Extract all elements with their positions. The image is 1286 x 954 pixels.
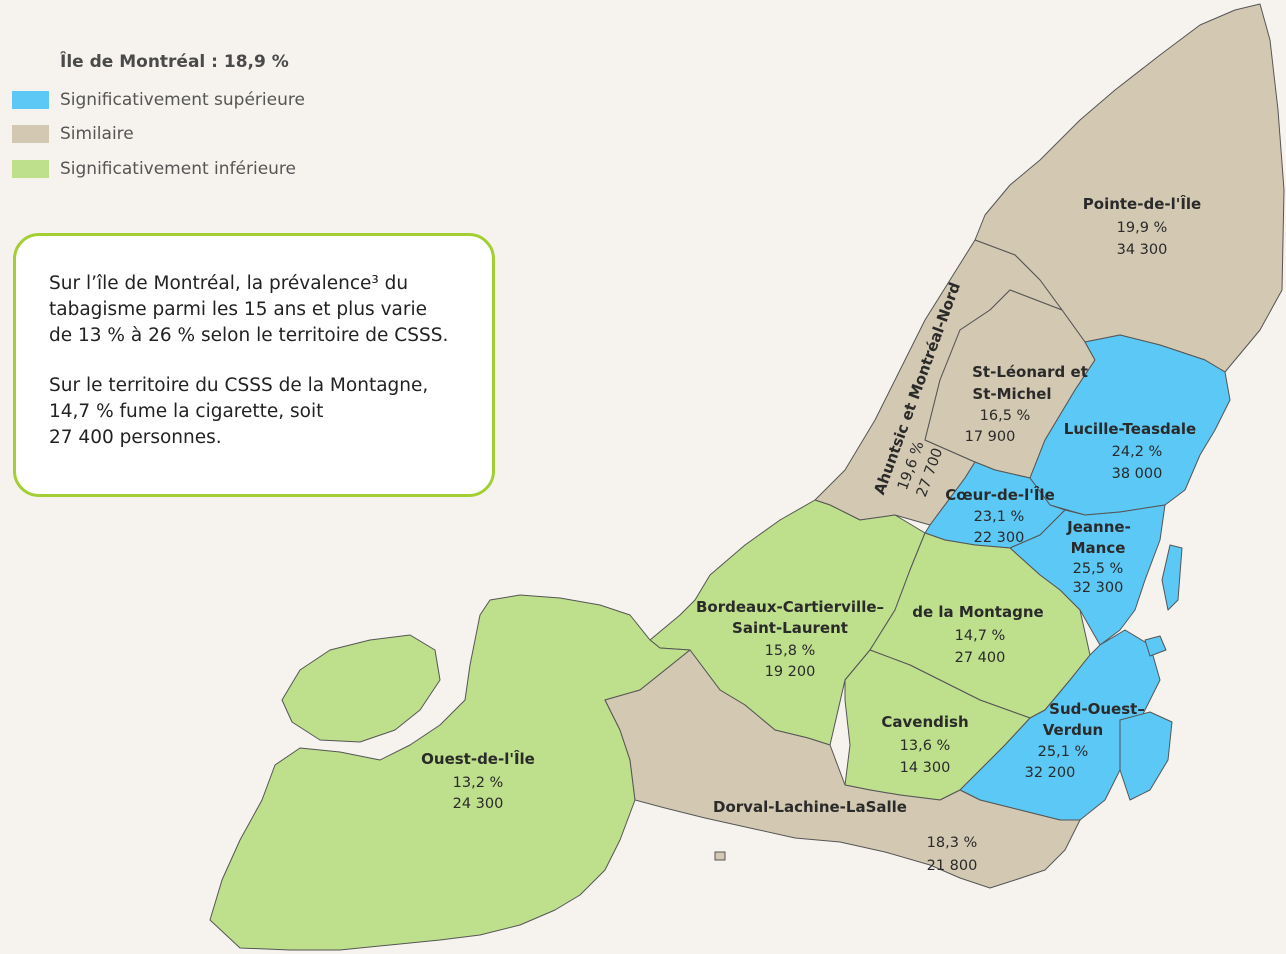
legend-title: Île de Montréal : 18,9 % [60,52,289,72]
label-coeur-name: Cœur-de-l'Île [945,485,1055,504]
label-bordeaux-pct: 15,8 % [765,643,816,659]
label-montagne-pct: 14,7 % [955,628,1006,644]
label-pointe-count: 34 300 [1117,242,1168,258]
legend-label-inferieure: Significativement inférieure [60,159,297,179]
label-bordeaux-name1: Bordeaux-Cartierville– [696,598,884,616]
legend-swatch-superieure [12,91,49,109]
label-lucille-name: Lucille-Teasdale [1064,420,1196,438]
label-sudouest-count: 32 200 [1025,765,1076,781]
label-coeur-count: 22 300 [974,530,1025,546]
label-pointe-name: Pointe-de-l'Île [1083,194,1201,213]
label-jeanne-name1: Jeanne- [1066,518,1131,536]
label-jeanne-name2: Mance [1071,539,1126,557]
label-jeanne-count: 32 300 [1073,580,1124,596]
island-east-2 [1119,711,1173,801]
region-ouest-de-l-ile[interactable] [209,594,691,951]
label-stleonard-count: 17 900 [965,429,1016,445]
legend-label-similaire: Similaire [60,124,134,144]
callout-paragraph-1: Sur l’île de Montréal, la prévalence³ du… [49,273,449,346]
label-lucille-count: 38 000 [1112,466,1163,482]
label-lucille-pct: 24,2 % [1112,444,1163,460]
label-coeur-pct: 23,1 % [974,509,1025,525]
info-callout: Sur l’île de Montréal, la prévalence³ du… [13,233,495,497]
label-pointe-pct: 19,9 % [1117,220,1168,236]
label-montagne-name: de la Montagne [912,603,1043,621]
island-bizard [281,634,441,743]
label-dorval-count: 21 800 [927,858,978,874]
island-dot [714,851,726,861]
legend-label-superieure: Significativement supérieure [60,90,305,110]
label-ouest-count: 24 300 [453,796,504,812]
label-sudouest-name2: Verdun [1043,721,1103,739]
label-cavendish-name: Cavendish [881,713,968,731]
label-ouest-pct: 13,2 % [453,775,504,791]
label-dorval-pct: 18,3 % [927,835,978,851]
label-bordeaux-count: 19 200 [765,664,816,680]
label-stleonard-name1: St-Léonard et [972,363,1088,381]
region-lucille-teasdale[interactable] [1029,334,1231,516]
label-stleonard-name2: St-Michel [972,385,1051,403]
label-sudouest-name1: Sud-Ouest– [1049,700,1145,718]
label-jeanne-pct: 25,5 % [1073,561,1124,577]
island-east-1 [1161,544,1183,611]
region-dorval-lachine-lasalle[interactable] [604,649,1081,889]
island-small [1144,635,1167,657]
legend-swatch-inferieure [12,160,49,178]
label-stleonard-pct: 16,5 % [980,408,1031,424]
label-ouest-name: Ouest-de-l'Île [421,749,535,768]
callout-paragraph-2: Sur le territoire du CSSS de la Montagne… [49,375,429,448]
label-bordeaux-name2: Saint-Laurent [732,619,848,637]
label-cavendish-pct: 13,6 % [900,738,951,754]
label-dorval-name: Dorval-Lachine-LaSalle [713,798,907,816]
legend-swatch-similaire [12,125,49,143]
label-cavendish-count: 14 300 [900,760,951,776]
label-sudouest-pct: 25,1 % [1038,744,1089,760]
label-montagne-count: 27 400 [955,650,1006,666]
